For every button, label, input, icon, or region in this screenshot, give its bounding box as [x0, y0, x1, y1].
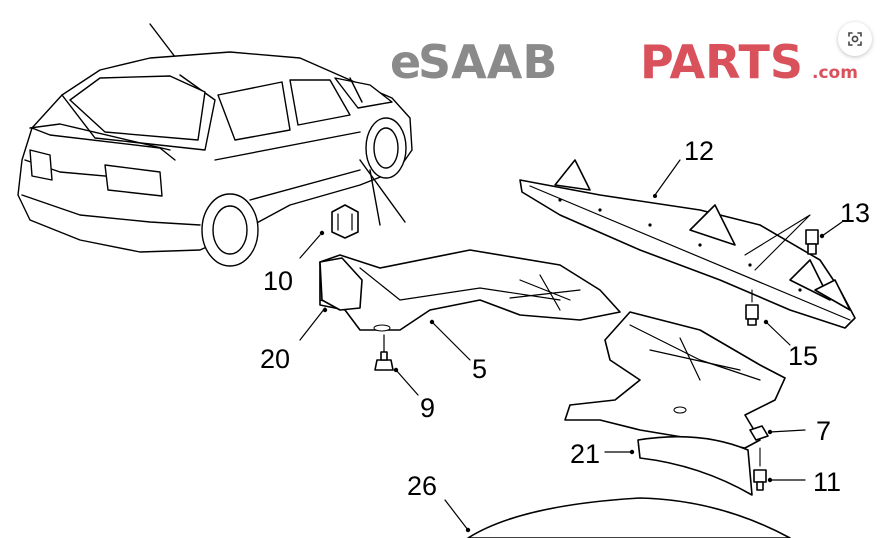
part-5-leader	[431, 321, 471, 361]
callout-12: 12	[684, 136, 714, 166]
visual-search-button[interactable]	[838, 22, 872, 56]
part-20-bracket	[299, 257, 363, 341]
car-illustration	[17, 23, 413, 267]
part-13-bolt	[805, 221, 843, 255]
callout-26: 26	[407, 471, 437, 501]
logo-suffix: .com	[812, 63, 858, 83]
callout-15: 15	[788, 341, 818, 371]
part-5-panel	[319, 249, 621, 332]
part-12-rail	[519, 159, 856, 329]
part-right-panel	[564, 311, 786, 449]
logo-prefix: e	[390, 35, 421, 89]
callout-11: 11	[813, 467, 841, 497]
callout-20: 20	[260, 344, 290, 374]
callout-13: 13	[840, 198, 870, 228]
callout-5: 5	[472, 354, 487, 384]
callout-21: 21	[570, 439, 600, 469]
callout-7: 7	[816, 416, 831, 446]
logo-parts: PARTS	[640, 35, 803, 89]
callout-labels: 12 13 10 20 5 15 9 7 21 11 26	[260, 136, 870, 501]
lens-icon	[848, 32, 862, 46]
part-15-bolt	[745, 289, 791, 346]
part-7-clip	[749, 425, 806, 441]
callout-10: 10	[263, 266, 293, 296]
esaabparts-logo: e SAAB PARTS .com	[390, 35, 858, 89]
part-9-screw	[374, 334, 419, 396]
logo-brand: SAAB	[418, 35, 557, 89]
callout-9: 9	[420, 393, 435, 423]
part-21-trim	[604, 435, 753, 496]
part-26-liner	[444, 497, 791, 538]
part-11-screw	[753, 447, 806, 491]
part-10-clip	[299, 204, 359, 259]
